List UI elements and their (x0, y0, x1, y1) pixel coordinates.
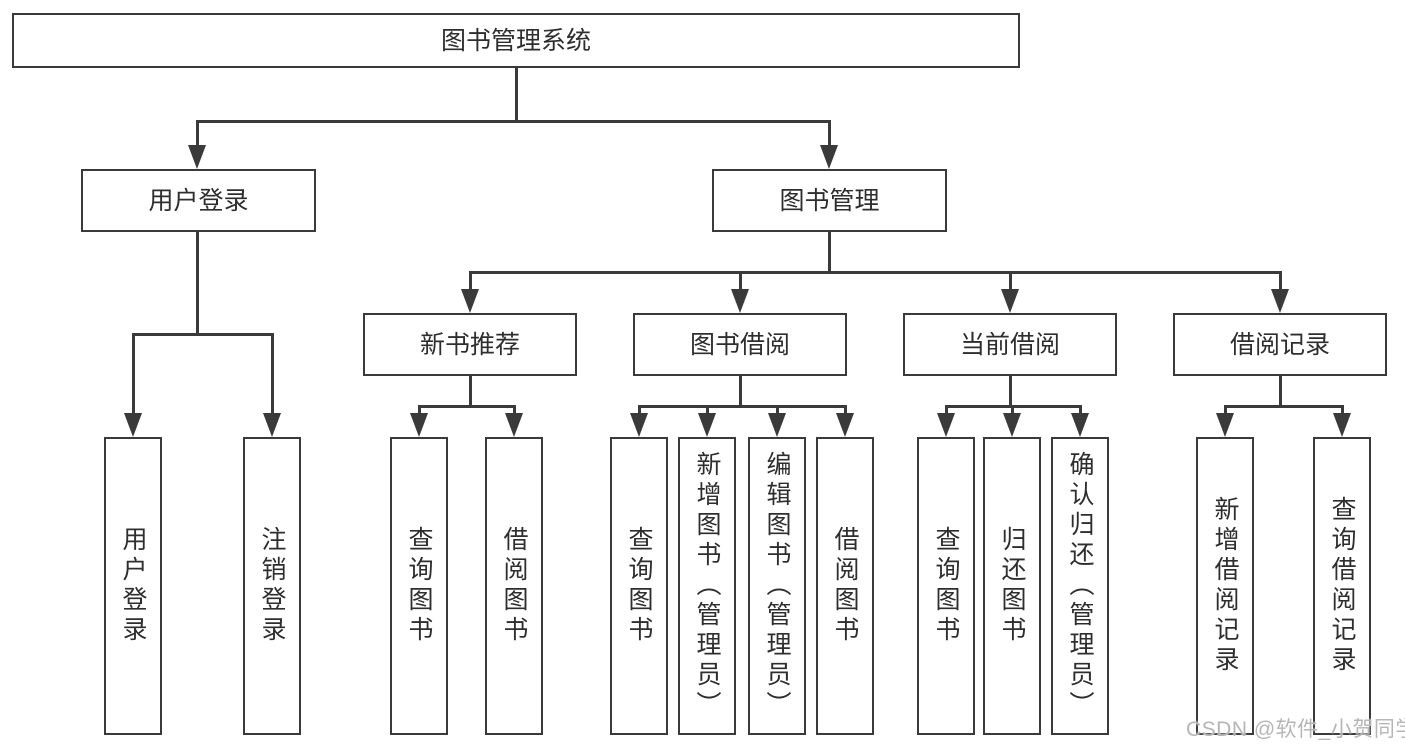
leaf-add-book-admin: 新增图书（管理员） (678, 437, 736, 735)
node-label: 图书管理 (779, 186, 880, 215)
connector-line (515, 68, 518, 121)
node-book-management-branch: 图书管理 (712, 169, 947, 232)
connector-line (418, 405, 421, 417)
connector-line (196, 120, 199, 147)
connector-line (828, 232, 831, 273)
node-label: 查询图书 (405, 526, 433, 646)
leaf-query-borrow-record: 查询借阅记录 (1313, 437, 1371, 735)
arrow-down-icon (820, 145, 838, 169)
arrow-down-icon (1001, 289, 1019, 313)
leaf-return-book: 归还图书 (983, 437, 1041, 735)
arrow-down-icon (630, 413, 648, 437)
connector-line (1011, 405, 1014, 417)
leaf-borrow-books-recommend: 借阅图书 (485, 437, 543, 735)
connector-line (1009, 271, 1012, 291)
arrow-down-icon (731, 289, 749, 313)
node-label: 编辑图书（管理员） (763, 451, 791, 721)
connector-line (469, 271, 1281, 274)
arrow-down-icon (410, 413, 428, 437)
leaf-query-books-borrowing: 查询图书 (610, 437, 668, 735)
connector-line (1224, 405, 1227, 417)
node-label: 借阅记录 (1229, 330, 1330, 359)
leaf-user-login: 用户登录 (104, 437, 162, 735)
node-new-book-recommendation: 新书推荐 (363, 313, 577, 376)
node-label: 归还图书 (998, 526, 1026, 646)
connector-line (739, 376, 742, 406)
node-label: 用户登录 (148, 186, 249, 215)
arrow-down-icon (461, 289, 479, 313)
connector-line (776, 405, 779, 417)
connector-line (844, 405, 847, 417)
node-label: 查询借阅记录 (1328, 496, 1356, 676)
connector-line (1224, 405, 1343, 408)
connector-line (196, 120, 830, 123)
arrow-down-icon (937, 413, 955, 437)
node-current-borrowing: 当前借阅 (903, 313, 1117, 376)
connector-line (469, 376, 472, 406)
connector-line (271, 333, 274, 415)
node-label: 新增图书（管理员） (693, 451, 721, 721)
arrow-down-icon (768, 413, 786, 437)
node-label: 图书管理系统 (440, 26, 591, 55)
connector-line (706, 405, 709, 417)
connector-line (132, 333, 135, 415)
arrow-down-icon (505, 413, 523, 437)
leaf-add-borrow-record: 新增借阅记录 (1196, 437, 1254, 735)
node-label: 借阅图书 (831, 526, 859, 646)
connector-line (638, 405, 641, 417)
node-label: 新增借阅记录 (1211, 496, 1239, 676)
arrow-down-icon (1333, 413, 1351, 437)
connector-line (1279, 376, 1282, 406)
node-borrowing-records: 借阅记录 (1173, 313, 1387, 376)
node-label: 借阅图书 (500, 526, 528, 646)
node-label: 注销登录 (258, 526, 286, 646)
node-label: 确认归还（管理员） (1066, 451, 1094, 721)
leaf-logout: 注销登录 (243, 437, 301, 735)
arrow-down-icon (1003, 413, 1021, 437)
connector-line (1341, 405, 1344, 417)
arrow-down-icon (124, 413, 142, 437)
connector-line (1079, 405, 1082, 417)
arrow-down-icon (263, 413, 281, 437)
leaf-query-books-recommend: 查询图书 (390, 437, 448, 735)
arrow-down-icon (188, 145, 206, 169)
watermark-text: CSDN @软件_小贺同学 (1186, 718, 1405, 741)
connector-line (513, 405, 516, 417)
node-user-login-branch: 用户登录 (81, 169, 316, 232)
connector-line (418, 405, 515, 408)
arrow-down-icon (1071, 413, 1089, 437)
node-label: 图书借阅 (689, 330, 790, 359)
connector-line (469, 271, 472, 291)
node-root-library-system: 图书管理系统 (12, 13, 1020, 68)
arrow-down-icon (1271, 289, 1289, 313)
leaf-edit-book-admin: 编辑图书（管理员） (748, 437, 806, 735)
node-label: 新书推荐 (419, 330, 520, 359)
node-label: 当前借阅 (959, 330, 1060, 359)
arrow-down-icon (698, 413, 716, 437)
leaf-confirm-return-admin: 确认归还（管理员） (1051, 437, 1109, 735)
node-book-borrowing: 图书借阅 (633, 313, 847, 376)
arrow-down-icon (1216, 413, 1234, 437)
leaf-borrow-books-borrowing: 借阅图书 (816, 437, 874, 735)
node-label: 用户登录 (119, 526, 147, 646)
connector-line (828, 120, 831, 147)
connector-line (1279, 271, 1282, 291)
connector-line (739, 271, 742, 291)
node-label: 查询图书 (625, 526, 653, 646)
connector-line (1009, 376, 1012, 406)
connector-line (196, 232, 199, 334)
arrow-down-icon (836, 413, 854, 437)
connector-line (945, 405, 948, 417)
connector-line (132, 333, 273, 336)
leaf-query-books-current: 查询图书 (917, 437, 975, 735)
node-label: 查询图书 (932, 526, 960, 646)
connector-line (638, 405, 846, 408)
